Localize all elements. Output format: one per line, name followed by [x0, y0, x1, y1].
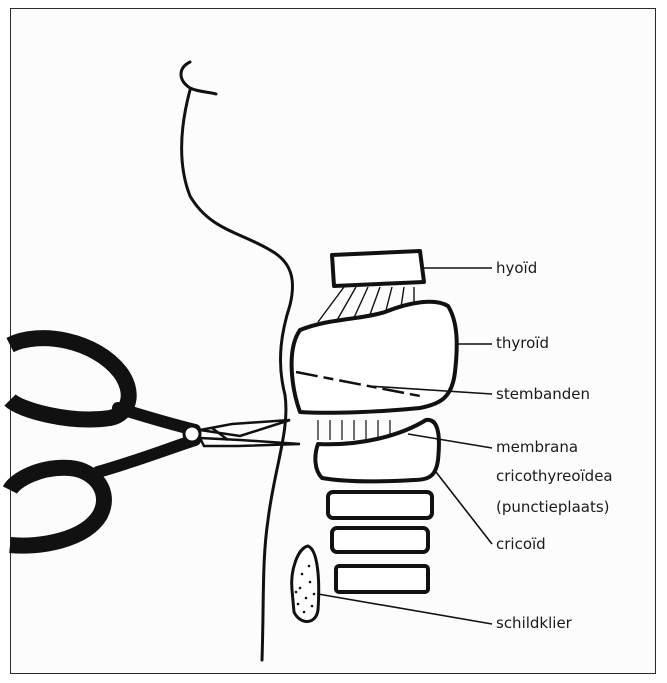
label-hyoid: hyoïd [496, 257, 537, 280]
hyoid-bone [332, 251, 424, 286]
thyroid-gland [292, 546, 319, 622]
label-thyroid: thyroïd [496, 332, 549, 355]
scissors [10, 338, 300, 545]
leader-schildklier [318, 594, 492, 624]
tracheal-ring-2 [332, 528, 428, 552]
neck-profile [181, 62, 293, 660]
leader-cricoid [436, 472, 492, 544]
label-stembanden: stembanden [496, 383, 590, 406]
label-cricoid: cricoïd [496, 533, 546, 556]
label-schildklier: schildklier [496, 612, 572, 635]
label-membrana-1: membrana [496, 436, 578, 459]
label-membrana-3: (punctieplaats) [496, 496, 610, 519]
label-membrana-2: cricothyreoïdea [496, 465, 613, 488]
tracheal-ring-3 [336, 566, 428, 592]
cricoid-ring [315, 420, 439, 481]
thyroid-cartilage [292, 302, 457, 413]
tracheal-ring-1 [328, 492, 432, 518]
